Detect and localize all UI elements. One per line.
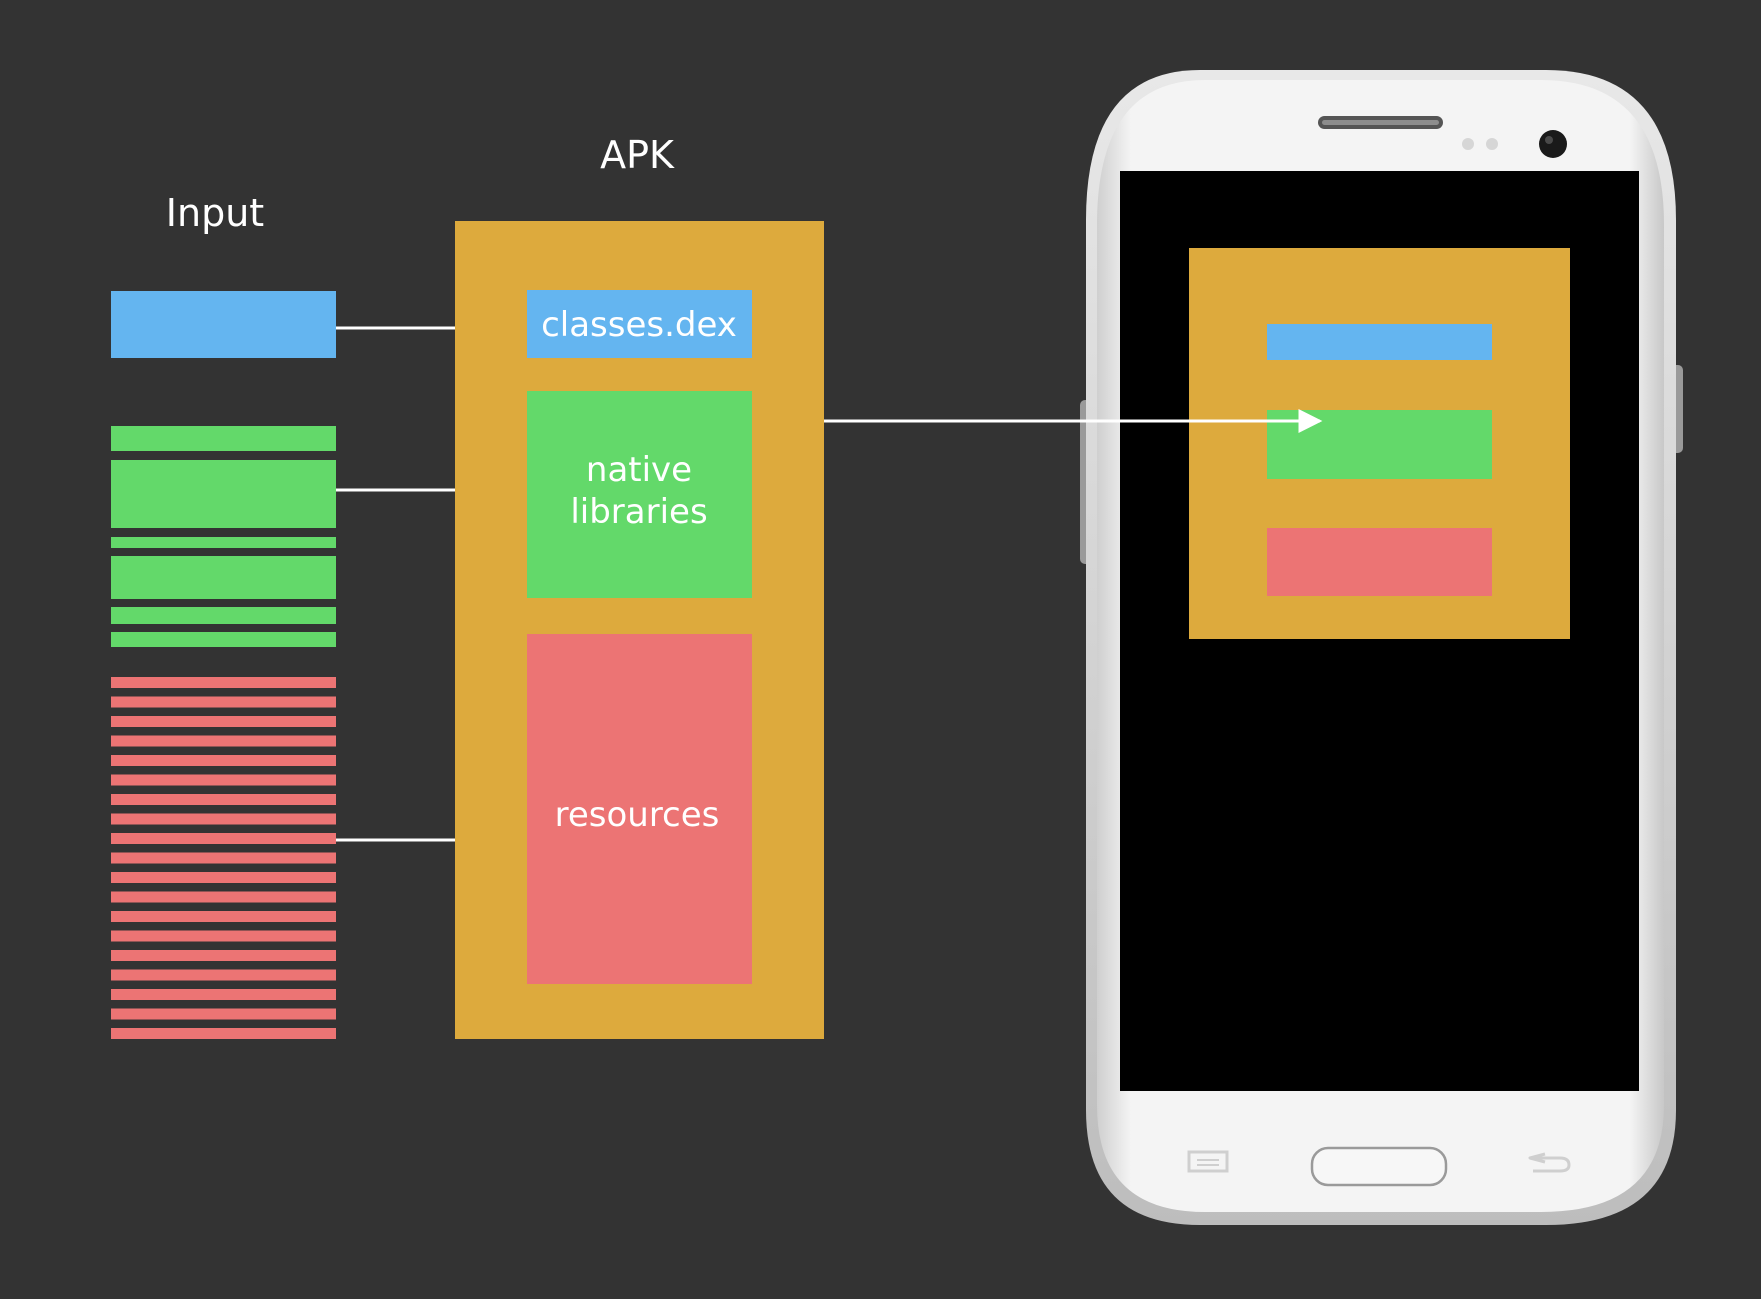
apk-native-label-line1: native <box>586 450 692 490</box>
input-resource-stripe <box>111 852 336 864</box>
input-resource-stripe <box>111 911 336 922</box>
input-resource-stripe <box>111 872 336 883</box>
input-resource-stripe <box>111 735 336 747</box>
apk-native-label-line2: libraries <box>570 492 707 532</box>
input-resource-stripe <box>111 1028 336 1039</box>
menu-key-icon <box>1187 1150 1229 1173</box>
input-resource-stripe <box>111 891 336 903</box>
camera-lens-highlight <box>1545 136 1553 144</box>
apk-native-block <box>527 391 752 598</box>
back-key-icon <box>1528 1152 1571 1173</box>
android-phone-icon <box>1080 70 1683 1225</box>
apk-heading: APK <box>600 133 675 177</box>
input-heading: Input <box>166 191 264 235</box>
input-resource-stripe <box>111 774 336 786</box>
input-native-block <box>111 556 336 599</box>
apk-resources-label: resources <box>555 795 720 835</box>
light-sensor <box>1486 138 1498 150</box>
front-camera-icon <box>1539 130 1567 158</box>
input-resource-stripe <box>111 950 336 961</box>
input-native-block <box>111 460 336 528</box>
input-native-block <box>111 426 336 451</box>
input-resource-stripe <box>111 813 336 825</box>
input-resource-stripe <box>111 1008 336 1020</box>
input-native-block <box>111 537 336 548</box>
input-dex-block <box>111 291 336 358</box>
input-resource-stripe <box>111 716 336 727</box>
input-resource-stripe <box>111 677 336 688</box>
input-resource-stripes <box>111 677 336 1039</box>
apk-dex-block <box>527 290 752 358</box>
home-button-icon <box>1310 1146 1448 1187</box>
input-resource-stripe <box>111 930 336 942</box>
earpiece-speaker-grill <box>1322 120 1439 125</box>
input-native-block <box>111 632 336 647</box>
apk-dex-label: classes.dex <box>541 305 737 345</box>
input-resource-stripe <box>111 794 336 805</box>
input-resource-stripe <box>111 755 336 766</box>
installed-dex-block <box>1267 324 1492 360</box>
input-native-block <box>111 607 336 624</box>
input-resource-stripe <box>111 696 336 708</box>
input-resource-stripe <box>111 833 336 844</box>
installed-resources-block <box>1267 528 1492 596</box>
input-resource-stripe <box>111 969 336 981</box>
apk-resources-block <box>527 634 752 984</box>
input-resource-stripe <box>111 989 336 1000</box>
proximity-sensor <box>1462 138 1474 150</box>
input-native-blocks <box>111 426 336 647</box>
